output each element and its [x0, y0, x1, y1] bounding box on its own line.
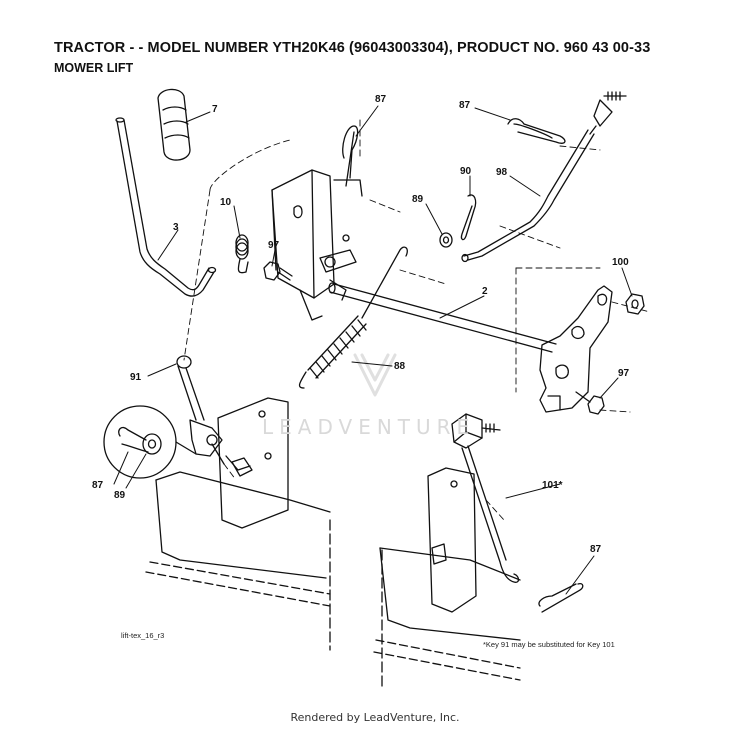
part-97-bolt-left[interactable] [263, 261, 293, 281]
callout-88: 88 [394, 361, 406, 372]
callout-3: 3 [173, 222, 179, 233]
mower-deck-left-bracket [217, 397, 289, 529]
assembly-guide-lines [183, 119, 651, 521]
drawing-id: lift-tex_16_r3 [121, 631, 164, 640]
callout-87-detail: 87 [92, 480, 104, 491]
mower-deck-left [145, 471, 331, 651]
part-98-adjuster-rod[interactable] [461, 91, 627, 263]
callout-10: 10 [220, 197, 232, 208]
part-3-lift-handle[interactable] [115, 117, 217, 297]
callout-89-detail: 89 [114, 490, 126, 501]
page-title: TRACTOR - - MODEL NUMBER YTH20K46 (96043… [54, 40, 651, 56]
watermark-logo [353, 353, 397, 397]
part-2-lift-shaft[interactable] [328, 282, 557, 353]
detail-circle-87-89 [103, 405, 197, 479]
part-97-bolt-right[interactable] [575, 391, 605, 415]
part-100-nut[interactable] [625, 293, 645, 315]
part-90-hairpin[interactable] [460, 194, 477, 241]
part-7-handle-grip[interactable] [157, 88, 191, 161]
callout-97-left: 97 [268, 240, 280, 251]
lift-arm-right[interactable] [539, 285, 613, 413]
part-87-hairpin-lower-right[interactable] [538, 582, 584, 613]
callout-87-upper-right: 87 [459, 100, 471, 111]
footnote: *Key 91 may be substituted for Key 101 [483, 640, 615, 649]
callout-87-top: 87 [375, 94, 387, 105]
watermark-text: LEADVENTURE [262, 415, 475, 439]
part-89-washer[interactable] [439, 232, 453, 248]
part-91-lift-link[interactable] [176, 355, 225, 465]
callout-100: 100 [612, 257, 629, 268]
part-101-lift-link[interactable] [451, 413, 520, 583]
part-10-torsion-spring[interactable] [235, 234, 249, 274]
page-subtitle: MOWER LIFT [54, 61, 134, 75]
callout-7: 7 [212, 104, 218, 115]
callout-98: 98 [496, 167, 508, 178]
callout-2: 2 [482, 286, 488, 297]
part-87-hairpin-upper-right[interactable] [507, 118, 566, 144]
mower-deck-right-bracket [373, 467, 521, 691]
lift-bracket[interactable] [271, 169, 363, 321]
callout-97-right: 97 [618, 368, 630, 379]
callout-90: 90 [460, 166, 472, 177]
part-87-hairpin-top[interactable] [342, 125, 359, 187]
callout-leaders [113, 105, 633, 595]
part-88-extension-spring[interactable] [298, 246, 408, 389]
callout-89-top: 89 [412, 194, 424, 205]
callout-101: 101* [542, 480, 563, 491]
rendered-by-footer: Rendered by LeadVenture, Inc. [290, 711, 460, 724]
callout-91: 91 [130, 372, 142, 383]
callout-87-lower-right: 87 [590, 544, 602, 555]
